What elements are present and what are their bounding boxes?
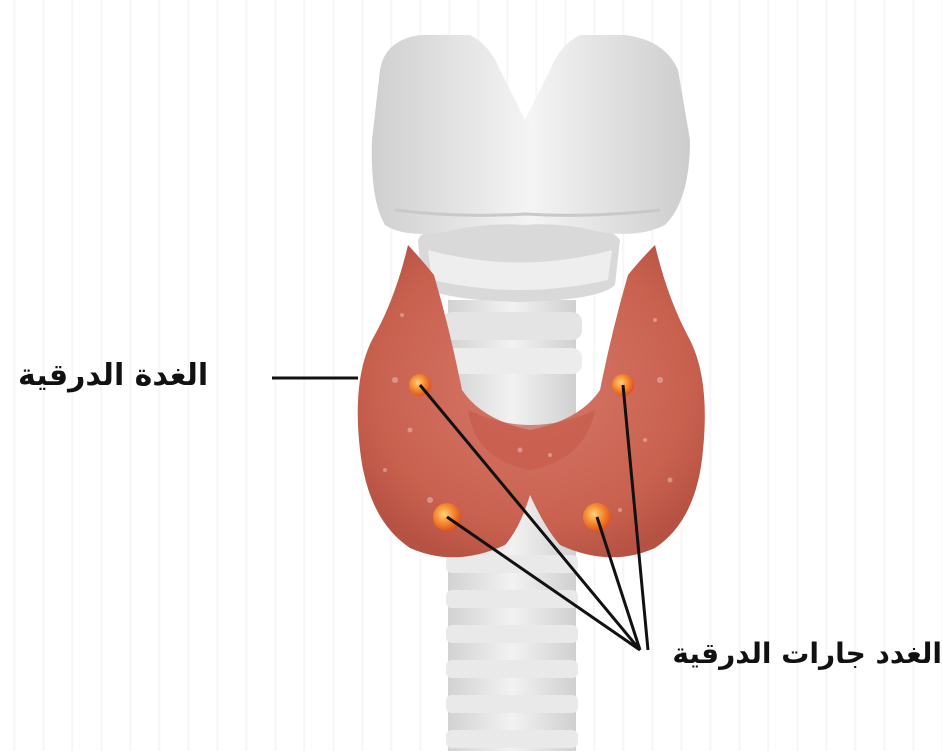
cricoid-cartilage: [418, 222, 620, 302]
thyroid-gland-label: الغدة الدرقية: [18, 358, 208, 393]
parathyroid-glands-label: الغدد جارات الدرقية: [655, 637, 942, 670]
thyroid-cartilage: [372, 35, 690, 234]
